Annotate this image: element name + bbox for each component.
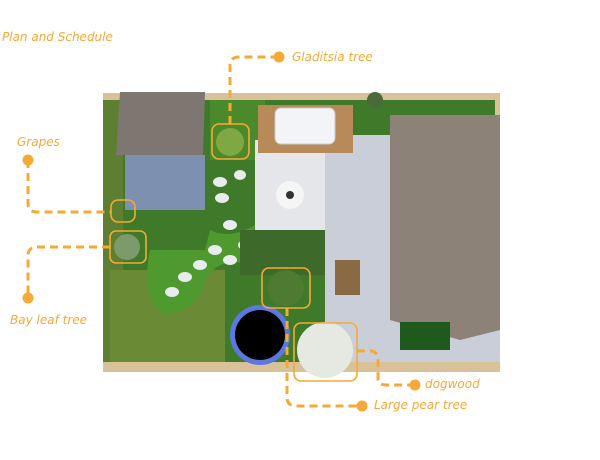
callout-boxes <box>109 123 358 382</box>
hot-tub <box>274 107 336 145</box>
label-bay-leaf-tree: Bay leaf tree <box>10 313 88 327</box>
page-title: Plan and Schedule <box>2 30 113 44</box>
fire-pit <box>286 191 294 199</box>
label-gladitsia-tree: Gladitsia tree <box>292 50 373 64</box>
trampoline <box>235 310 285 360</box>
house-roof <box>390 115 500 340</box>
ping-pong-table <box>400 322 450 350</box>
callout-lines <box>26 55 415 408</box>
label-dogwood: dogwood <box>425 377 480 391</box>
gladitsia-tree <box>216 128 244 156</box>
label-grapes: Grapes <box>17 135 60 149</box>
dogwood-tree <box>297 322 353 378</box>
potted-plant <box>367 92 383 108</box>
picnic-table <box>335 260 360 295</box>
bay-leaf-tree <box>114 234 140 260</box>
label-large-pear-tree: Large pear tree <box>374 398 468 412</box>
tree-near-trampoline <box>268 270 304 306</box>
shed-roof <box>116 92 205 155</box>
shed-pergola <box>125 155 205 210</box>
callout-dots <box>22 51 421 412</box>
